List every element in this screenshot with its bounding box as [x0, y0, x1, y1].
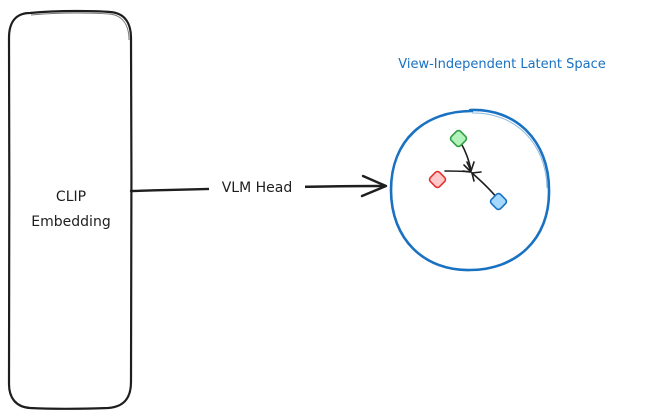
- vlm-head-label: VLM Head: [222, 180, 293, 196]
- clip-embedding-box: [7, 9, 133, 410]
- convergence-arrows: [444, 142, 498, 199]
- green-point: [449, 129, 468, 148]
- blue-point: [489, 192, 508, 211]
- clip-embedding-label-line2: Embedding: [31, 214, 110, 230]
- latent-space-circle: [389, 108, 551, 272]
- latent-space-title: View-Independent Latent Space: [398, 57, 605, 72]
- vlm-head-label-bg: [209, 178, 305, 196]
- clip-embedding-label-line1: CLIP: [56, 189, 86, 205]
- red-point: [428, 170, 447, 189]
